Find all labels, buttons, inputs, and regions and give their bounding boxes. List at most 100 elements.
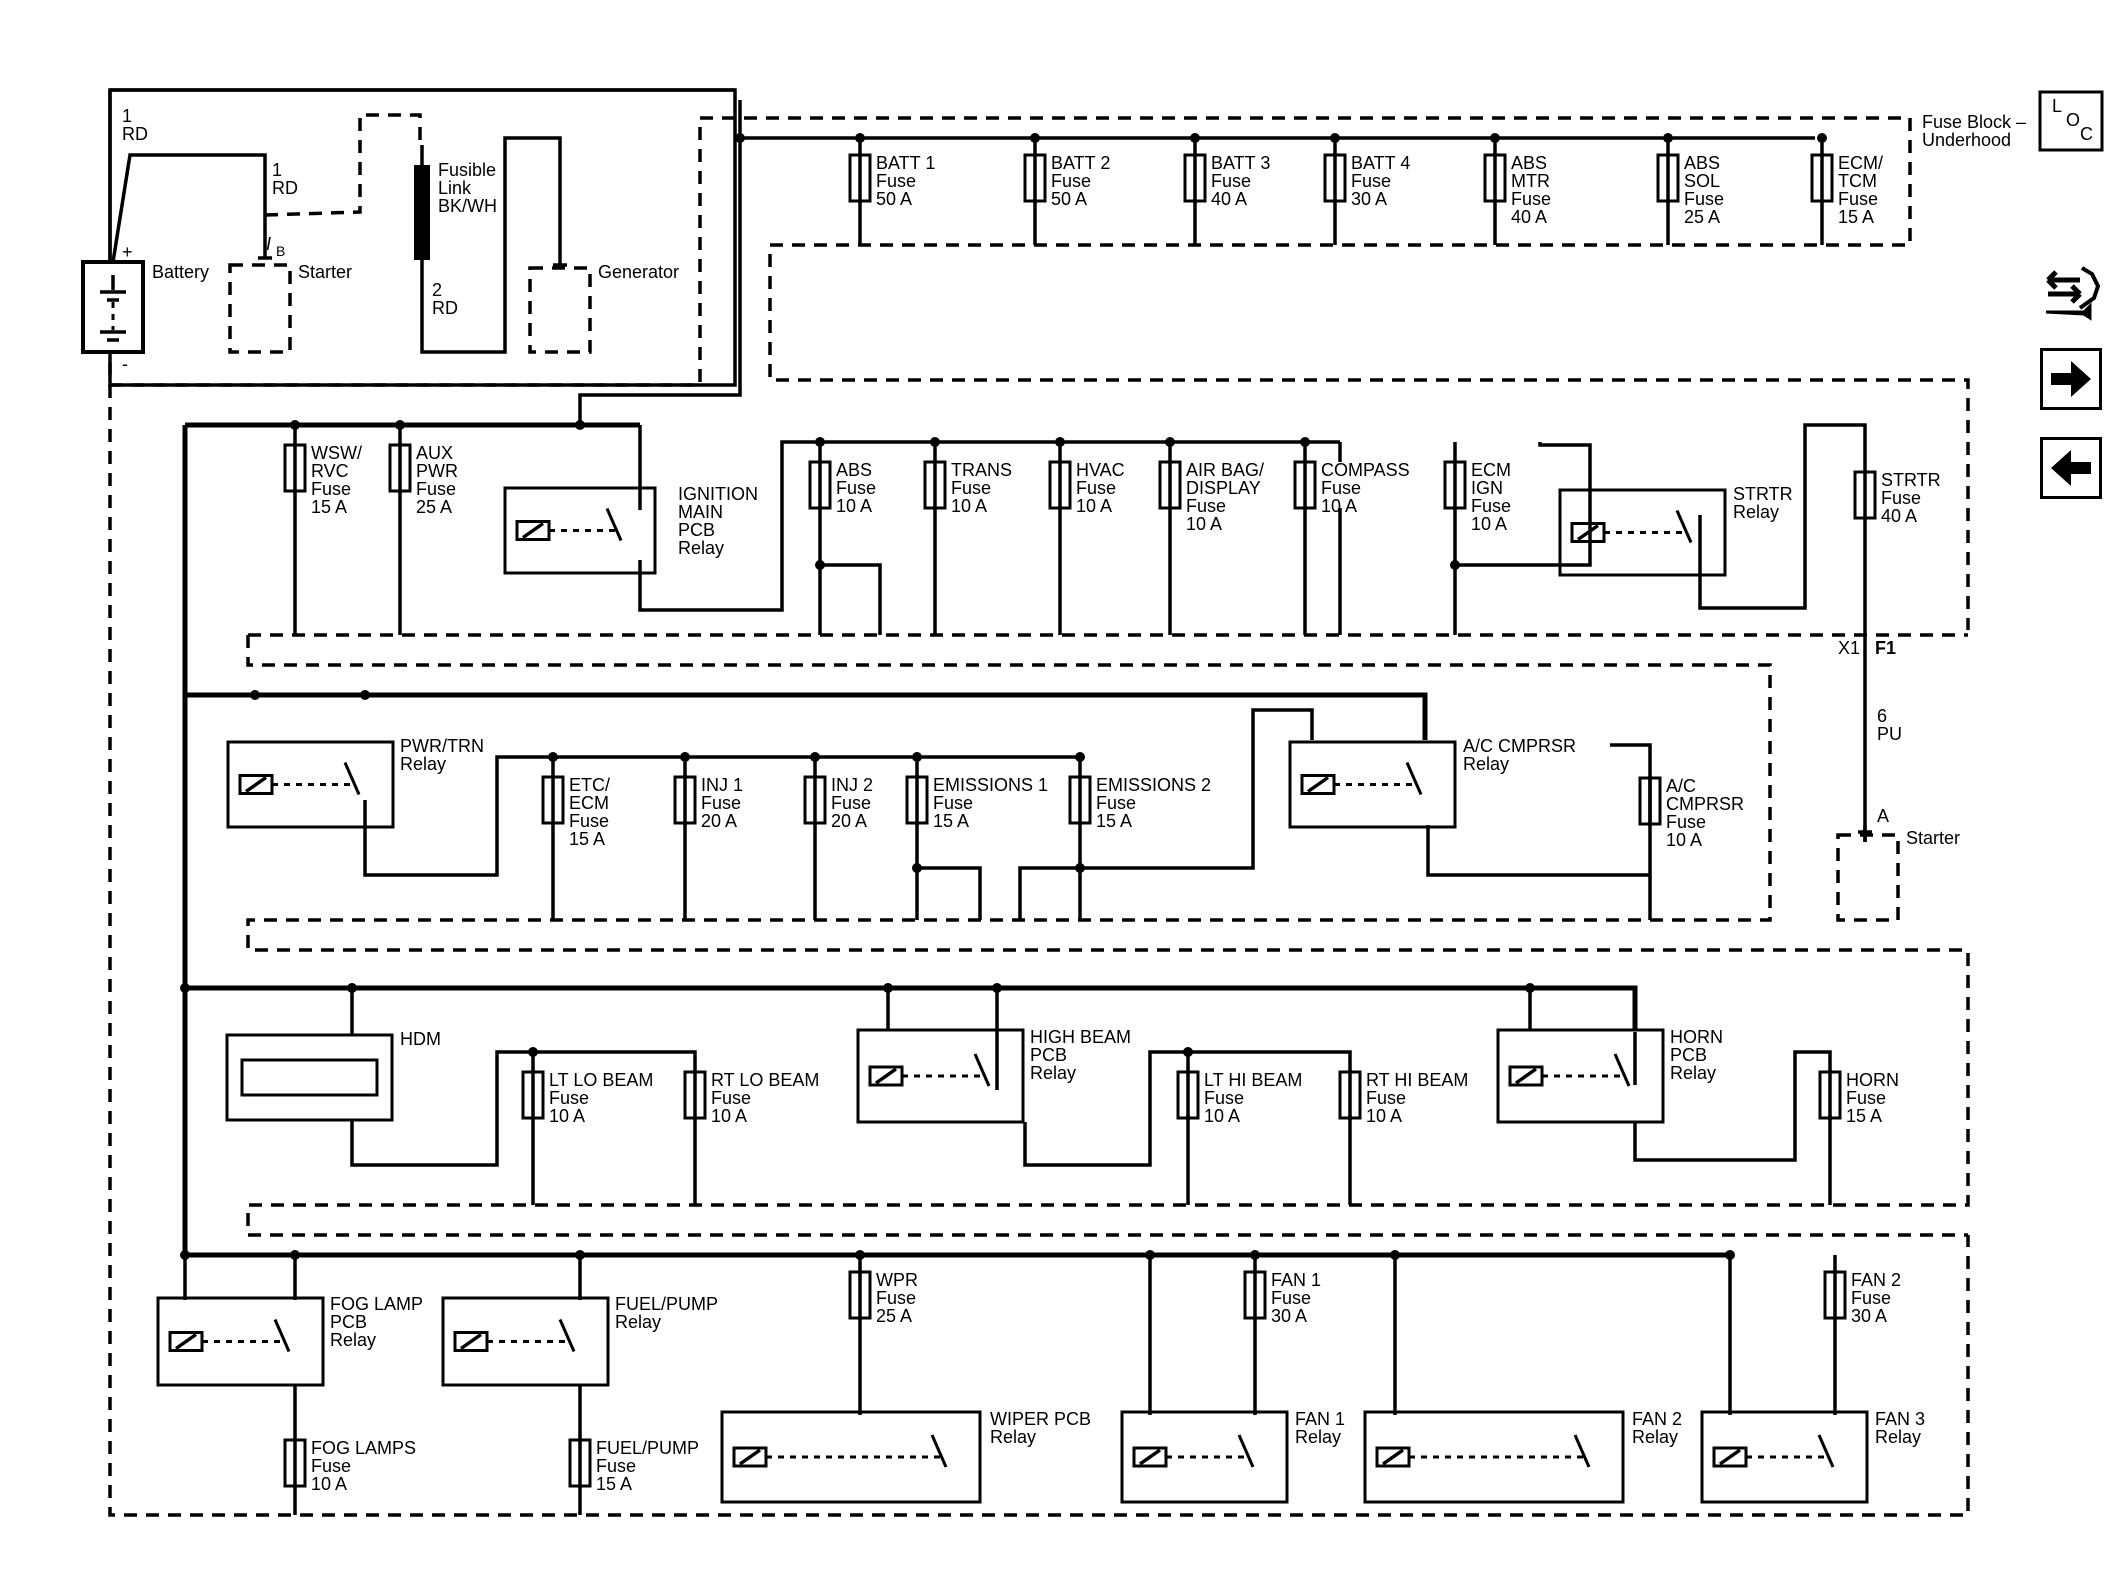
- connector-f1: F1: [1875, 638, 1896, 658]
- high-beam-relay-line: HIGH BEAM: [1030, 1027, 1131, 1047]
- upper-fuse-4-line: 40 A: [1511, 207, 1547, 227]
- fusible-label-2: Link: [438, 178, 472, 198]
- next-page-button[interactable]: [2040, 348, 2102, 410]
- fan2-relay-line: FAN 2: [1632, 1409, 1682, 1429]
- row3-fuse-2-line: LT HI BEAM: [1204, 1070, 1302, 1090]
- row1-fuse-4-line: HVAC: [1076, 460, 1125, 480]
- arrow-left-icon: [2051, 450, 2091, 486]
- fusible-label-1: Fusible: [438, 160, 496, 180]
- starter-wire-num-2: 6: [1877, 706, 1887, 726]
- fan1-relay-line: FAN 1: [1295, 1409, 1345, 1429]
- fuse-block-label-2: Underhood: [1922, 130, 2011, 150]
- row4-fuse-3-line: FOG LAMPS: [311, 1438, 416, 1458]
- row3-fuse-0-line: Fuse: [549, 1088, 589, 1108]
- fusible-wire-num: 2: [432, 280, 442, 300]
- row1-fuse-1-line: PWR: [416, 461, 458, 481]
- ac-cmprsr-relay-line: A/C CMPRSR: [1463, 736, 1576, 756]
- ignition-main-relay-line: Relay: [678, 538, 724, 558]
- prev-page-button[interactable]: [2040, 437, 2102, 499]
- connector-x1: X1: [1838, 638, 1860, 658]
- fusible-label-3: BK/WH: [438, 196, 497, 216]
- row1-fuse-4-line: 10 A: [1076, 496, 1112, 516]
- row1-fuse-6-line: Fuse: [1321, 478, 1361, 498]
- fog-lamp-relay-line: PCB: [330, 1312, 367, 1332]
- upper-fuse-3-line: Fuse: [1351, 171, 1391, 191]
- relay-switch-icon: [343, 761, 361, 796]
- fan1-relay-line: Relay: [1295, 1427, 1341, 1447]
- row1-fuse-2-line: 10 A: [836, 496, 872, 516]
- row2-fuse-0-line: 15 A: [569, 829, 605, 849]
- row2-fuse-4-line: 15 A: [1096, 811, 1132, 831]
- row3-fuse-1-line: 10 A: [711, 1106, 747, 1126]
- upper-fuse-6-line: Fuse: [1838, 189, 1878, 209]
- row1-fuse-8-line: STRTR: [1881, 470, 1941, 490]
- starter-pin-sub: B: [276, 243, 285, 259]
- generator: Generator: [528, 262, 679, 354]
- ignition-main-relay-line: PCB: [678, 520, 715, 540]
- row2-fuse-0-line: ETC/: [569, 775, 610, 795]
- relay-switch-icon: [273, 1318, 291, 1353]
- svg-text:C: C: [2080, 124, 2093, 144]
- row3-fuse-1-line: Fuse: [711, 1088, 751, 1108]
- row4-fuse-4-line: Fuse: [596, 1456, 636, 1476]
- arrow-right-icon: [2051, 361, 2091, 397]
- upper-fuse-1-line: BATT 2: [1051, 153, 1110, 173]
- row2-fuse-5-line: Fuse: [1666, 812, 1706, 832]
- row4-fuse-1-line: Fuse: [1271, 1288, 1311, 1308]
- ignition-main-relay-line: IGNITION: [678, 484, 758, 504]
- row1-fuse-7-line: IGN: [1471, 478, 1503, 498]
- wiper-relay-line: WIPER PCB: [990, 1409, 1091, 1429]
- fog-lamp-relay-line: FOG LAMP: [330, 1294, 423, 1314]
- tools-icon: [2045, 266, 2101, 321]
- row1-fuse-6-line: 10 A: [1321, 496, 1357, 516]
- battery: + - Battery: [81, 242, 209, 374]
- upper-fuse-5-line: SOL: [1684, 171, 1720, 191]
- row1-fuse-4-line: Fuse: [1076, 478, 1116, 498]
- row1-fuse-0-line: RVC: [311, 461, 349, 481]
- row1-fuse-3-line: TRANS: [951, 460, 1012, 480]
- battery-wire-color: RD: [122, 124, 148, 144]
- battery-plus: +: [122, 242, 133, 262]
- row4-fuse-4-line: 15 A: [596, 1474, 632, 1494]
- row1-fuse-2-line: ABS: [836, 460, 872, 480]
- row3-fuse-2-line: 10 A: [1204, 1106, 1240, 1126]
- starter-right-label: Starter: [1906, 828, 1960, 848]
- row1-fuse-0-line: 15 A: [311, 497, 347, 517]
- row2-fuse-1-line: Fuse: [701, 793, 741, 813]
- tools-button[interactable]: [2040, 258, 2102, 328]
- pwr-trn-relay-line: PWR/TRN: [400, 736, 484, 756]
- strtr-relay-line: STRTR: [1733, 484, 1793, 504]
- row4-fuse-4-line: FUEL/PUMP: [596, 1438, 699, 1458]
- upper-fuse-5-line: 25 A: [1684, 207, 1720, 227]
- row1-fuse-7-line: ECM: [1471, 460, 1511, 480]
- upper-fuse-1-line: 50 A: [1051, 189, 1087, 209]
- upper-fuse-6-line: ECM/: [1838, 153, 1883, 173]
- fog-lamp-relay-line: Relay: [330, 1330, 376, 1350]
- fan3-relay-line: FAN 3: [1875, 1409, 1925, 1429]
- high-beam-relay-line: PCB: [1030, 1045, 1067, 1065]
- upper-fuse-1-line: Fuse: [1051, 171, 1091, 191]
- row2-fuse-5-line: CMPRSR: [1666, 794, 1744, 814]
- row4-fuse-2-line: 30 A: [1851, 1306, 1887, 1326]
- row2-fuse-3-line: Fuse: [933, 793, 973, 813]
